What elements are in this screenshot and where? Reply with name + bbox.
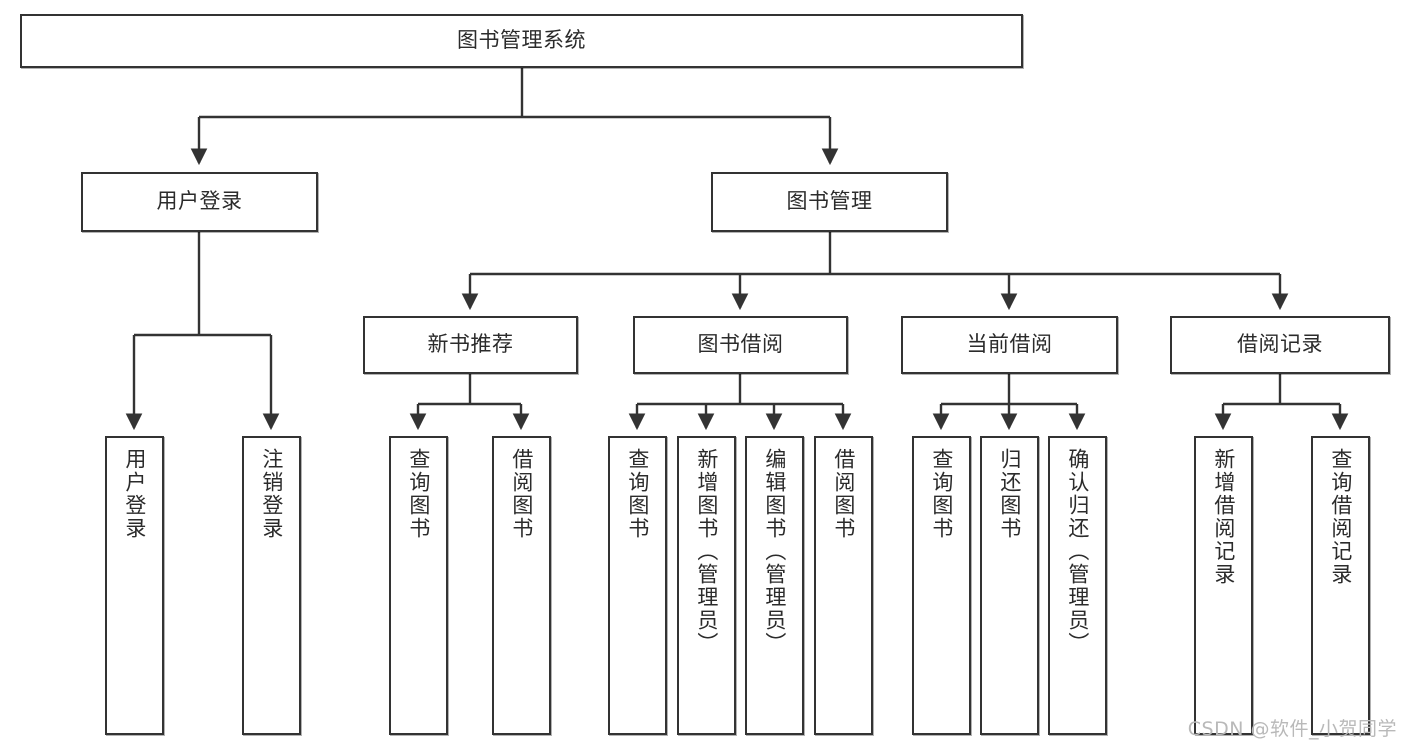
leaf-current-query-book[interactable]: 查询图书: [912, 436, 971, 735]
node-label: 用户登录: [156, 189, 243, 214]
node-label: 注销登录: [259, 448, 284, 540]
node-current-borrow[interactable]: 当前借阅: [901, 316, 1118, 374]
leaf-add-borrow-record[interactable]: 新增借阅记录: [1194, 436, 1253, 735]
leaf-logout[interactable]: 注销登录: [242, 436, 301, 735]
leaf-new-book-borrow[interactable]: 借阅图书: [492, 436, 551, 735]
node-label: 借阅记录: [1237, 332, 1323, 357]
node-root-system[interactable]: 图书管理系统: [20, 14, 1023, 68]
node-label: 借阅图书: [509, 448, 534, 540]
node-label: 图书管理: [786, 189, 873, 214]
node-label: 查询借阅记录: [1328, 448, 1353, 586]
node-label: 编辑图书（管理员）: [762, 448, 787, 655]
node-label: 借阅图书: [831, 448, 856, 540]
leaf-user-login[interactable]: 用户登录: [105, 436, 164, 735]
leaf-add-book-admin[interactable]: 新增图书（管理员）: [677, 436, 736, 735]
node-label: 新增借阅记录: [1211, 448, 1236, 586]
node-book-management[interactable]: 图书管理: [711, 172, 948, 232]
node-label: 查询图书: [929, 448, 954, 540]
node-label: 图书管理系统: [457, 28, 586, 53]
leaf-edit-book-admin[interactable]: 编辑图书（管理员）: [745, 436, 804, 735]
node-label: 查询图书: [406, 448, 431, 540]
node-label: 归还图书: [997, 448, 1022, 540]
node-borrow-record[interactable]: 借阅记录: [1170, 316, 1390, 374]
node-label: 新书推荐: [427, 332, 514, 357]
node-new-book-recommend[interactable]: 新书推荐: [363, 316, 578, 374]
node-label: 新增图书（管理员）: [694, 448, 719, 655]
node-label: 当前借阅: [966, 332, 1053, 357]
node-label: 图书借阅: [697, 332, 784, 357]
node-label: 查询图书: [625, 448, 650, 540]
node-label: 确认归还（管理员）: [1065, 448, 1090, 655]
leaf-query-borrow-record[interactable]: 查询借阅记录: [1311, 436, 1370, 735]
leaf-borrow-query-book[interactable]: 查询图书: [608, 436, 667, 735]
watermark-text: CSDN @软件_小贺同学: [1187, 718, 1397, 740]
leaf-return-book[interactable]: 归还图书: [980, 436, 1039, 735]
node-user-login[interactable]: 用户登录: [81, 172, 318, 232]
node-label: 用户登录: [122, 448, 147, 540]
leaf-borrow-book[interactable]: 借阅图书: [814, 436, 873, 735]
leaf-confirm-return-admin[interactable]: 确认归还（管理员）: [1048, 436, 1107, 735]
node-book-borrow[interactable]: 图书借阅: [633, 316, 848, 374]
leaf-new-book-query[interactable]: 查询图书: [389, 436, 448, 735]
